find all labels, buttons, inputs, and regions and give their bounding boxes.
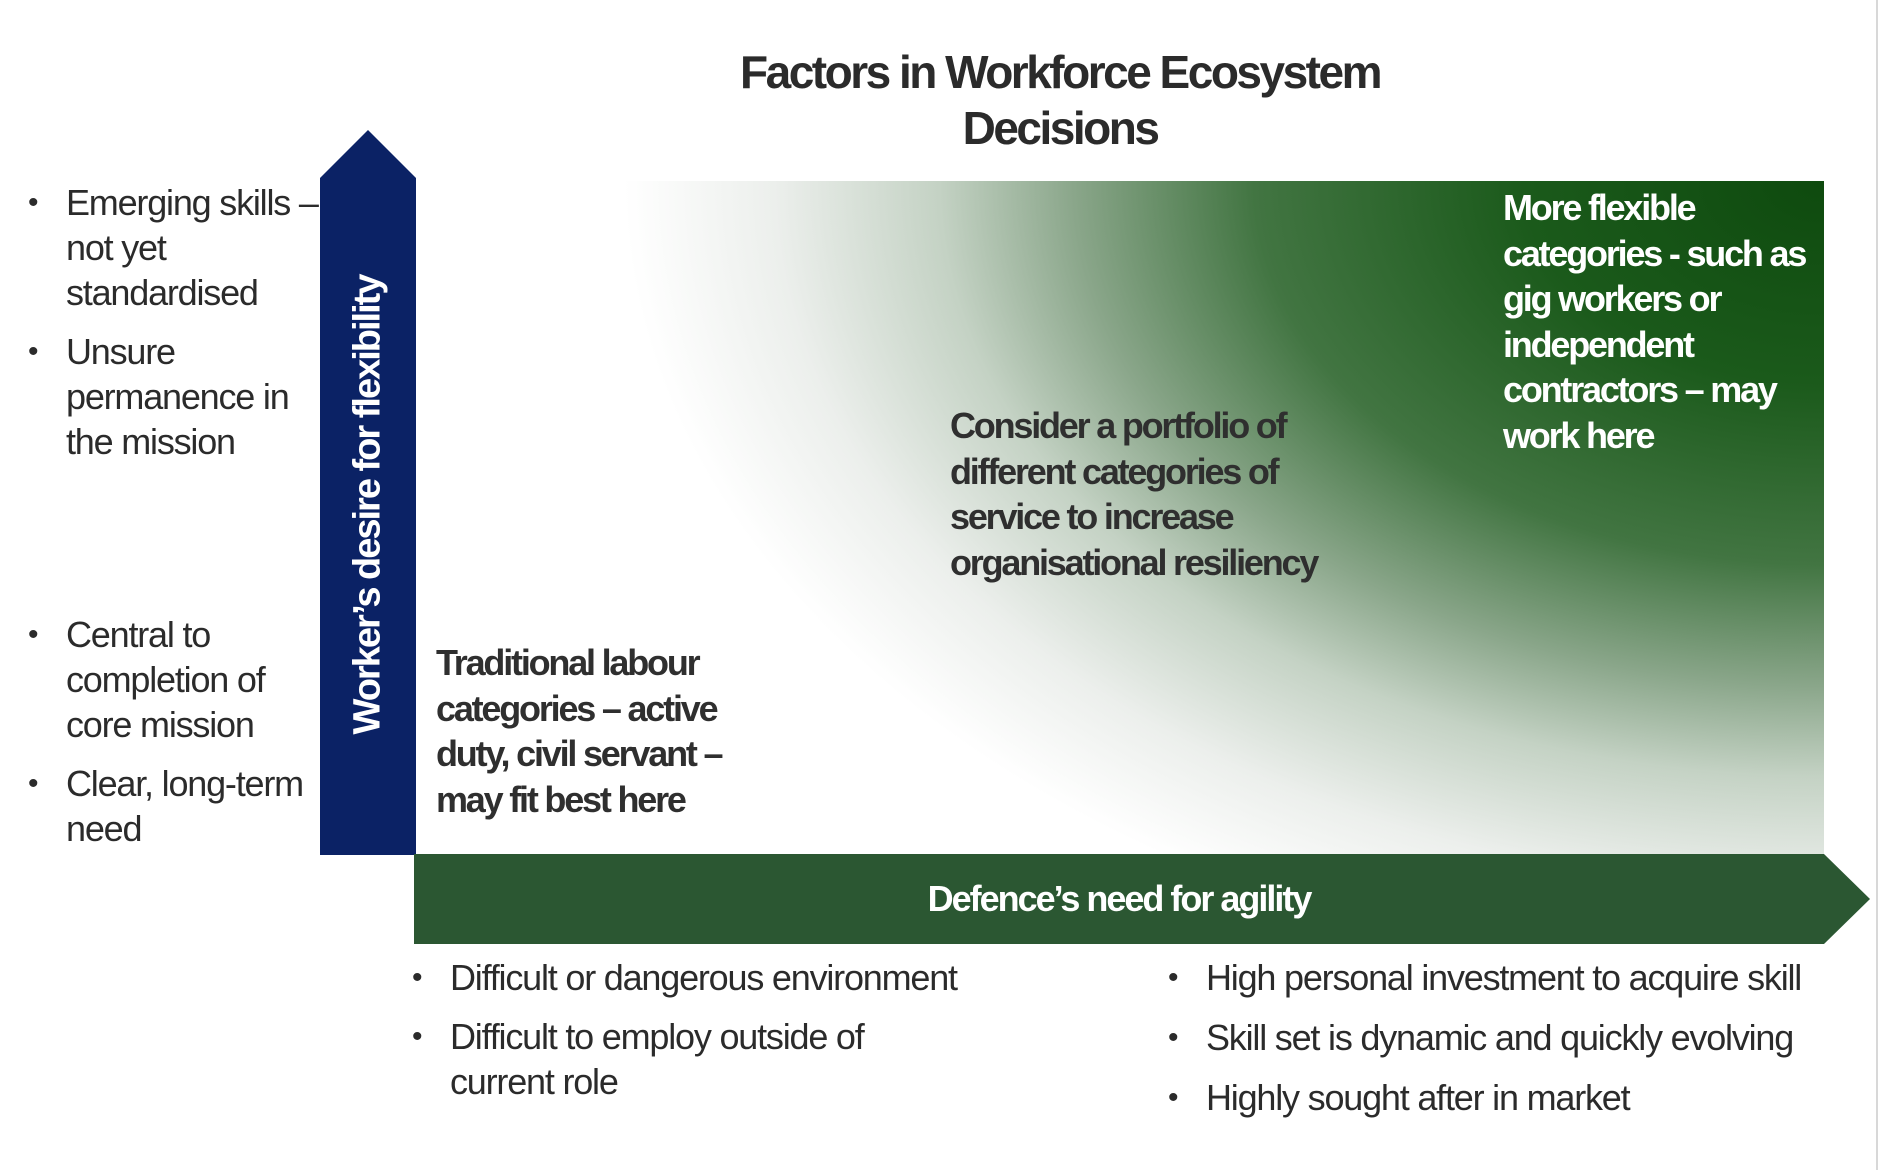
high-agility-factors: High personal investment to acquire skil… — [1168, 955, 1868, 1135]
list-item: Difficult to employ outside of current r… — [412, 1014, 972, 1104]
list-item: Clear, long-term need — [28, 761, 328, 851]
list-item: Difficult or dangerous environment — [412, 955, 972, 1000]
list-item: Emerging skills – not yet standardised — [28, 180, 328, 315]
high-flexibility-factors: Emerging skills – not yet standardised U… — [28, 180, 328, 478]
portfolio-zone-text: Consider a portfolio of different catego… — [950, 405, 1319, 583]
list-item: Unsure permanence in the mission — [28, 329, 328, 464]
low-flexibility-factors: Central to completion of core mission Cl… — [28, 612, 328, 865]
right-arrow-shape-wrap — [414, 854, 1870, 944]
right-arrow-shape — [414, 854, 1870, 944]
list-item: Skill set is dynamic and quickly evolvin… — [1168, 1015, 1868, 1060]
vertical-axis-label: Worker’s desire for flexibility — [346, 275, 389, 735]
list-item: Central to completion of core mission — [28, 612, 328, 747]
low-agility-factors: Difficult or dangerous environment Diffi… — [412, 955, 972, 1118]
list-item: Highly sought after in market — [1168, 1075, 1868, 1120]
up-arrow-shape — [320, 130, 416, 855]
slide-edge — [1876, 0, 1878, 1170]
gradient-quadrant — [414, 181, 1824, 855]
vertical-axis-arrow — [320, 130, 416, 855]
traditional-zone-text: Traditional labour categories – active d… — [436, 642, 723, 820]
flexible-zone-text: More flexible categories - such as gig w… — [1503, 187, 1807, 456]
horizontal-axis-label: Defence’s need for agility — [927, 878, 1313, 919]
list-item: High personal investment to acquire skil… — [1168, 955, 1868, 1000]
page-title: Factors in Workforce Ecosystem Decisions — [740, 46, 1382, 154]
